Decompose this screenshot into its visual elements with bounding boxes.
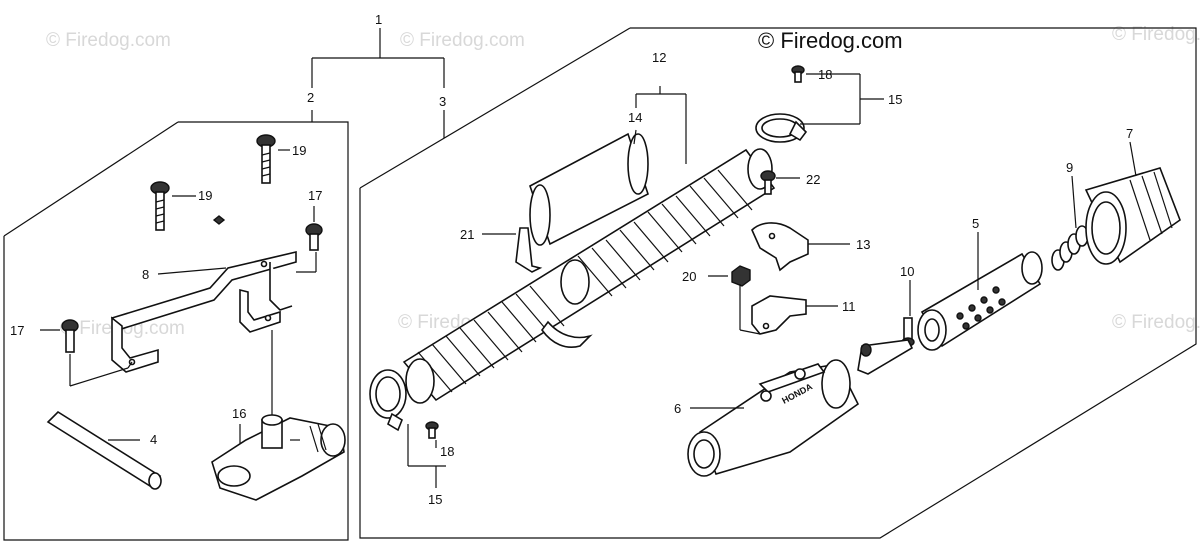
bolt-19-top bbox=[256, 134, 290, 184]
filter-sleeve-14 bbox=[529, 132, 649, 246]
callout-7: 7 bbox=[1126, 126, 1133, 141]
screw-18-top bbox=[791, 65, 805, 83]
spring-9 bbox=[1051, 175, 1089, 271]
cap-7 bbox=[1084, 141, 1181, 265]
callout-12: 12 bbox=[652, 50, 666, 65]
callout-20: 20 bbox=[682, 269, 696, 284]
assembly-boundary-right bbox=[359, 27, 1197, 539]
callout-19-second: 19 bbox=[198, 188, 212, 203]
small-nut bbox=[212, 215, 226, 225]
bolt-19-second bbox=[150, 181, 196, 231]
callout-13: 13 bbox=[856, 237, 870, 252]
callout-16: 16 bbox=[232, 406, 246, 421]
callout-1: 1 bbox=[375, 12, 382, 27]
callout-21: 21 bbox=[460, 227, 474, 242]
filter-element-5 bbox=[917, 232, 1043, 351]
clamp-15-bottom bbox=[369, 369, 446, 488]
callout-15-bottom: 15 bbox=[428, 492, 442, 507]
callout-14: 14 bbox=[628, 110, 642, 125]
intake-joint-16 bbox=[211, 330, 346, 501]
assembly-boundary-left bbox=[3, 121, 349, 541]
callout-17-lower: 17 bbox=[10, 323, 24, 338]
bolt-10 bbox=[857, 280, 915, 375]
callout-10: 10 bbox=[900, 264, 914, 279]
tube-4 bbox=[46, 410, 162, 490]
watermark-mid-right: © Firedog.com bbox=[1112, 312, 1200, 333]
callout-18-top: 18 bbox=[818, 67, 832, 82]
callout-bracket-1 bbox=[311, 28, 445, 138]
stay-13 bbox=[751, 222, 850, 272]
clamp-15-top bbox=[755, 73, 884, 143]
callout-22: 22 bbox=[806, 172, 820, 187]
callout-4: 4 bbox=[150, 432, 157, 447]
watermark-top-right: © Firedog.com bbox=[1112, 24, 1200, 45]
callout-8: 8 bbox=[142, 267, 149, 282]
callout-19-top: 19 bbox=[292, 143, 306, 158]
callout-17-upper: 17 bbox=[308, 188, 322, 203]
bolt-22 bbox=[760, 170, 800, 195]
watermark-top-center: © Firedog.com bbox=[400, 30, 525, 51]
leader-lines bbox=[127, 86, 687, 441]
callout-numbers: 1 2 3 19 19 17 8 17 16 4 12 14 18 15 7 9… bbox=[10, 12, 1133, 507]
callout-9: 9 bbox=[1066, 160, 1073, 175]
callout-11: 11 bbox=[842, 299, 856, 314]
screw-18-bottom bbox=[425, 421, 439, 448]
callout-5: 5 bbox=[972, 216, 979, 231]
nut-20 bbox=[708, 265, 761, 335]
callout-3: 3 bbox=[439, 94, 446, 109]
watermark-top-left: © Firedog.com bbox=[46, 30, 171, 51]
bracket-8 bbox=[110, 250, 297, 373]
callout-15-top: 15 bbox=[888, 92, 902, 107]
watermark-main: © Firedog.com bbox=[758, 28, 903, 53]
callout-18-bottom: 18 bbox=[440, 444, 454, 459]
bracket-11 bbox=[751, 295, 838, 335]
air-cleaner-case-6: HONDA bbox=[687, 359, 860, 477]
callout-6: 6 bbox=[674, 401, 681, 416]
bolt-17-lower bbox=[40, 319, 129, 387]
callout-2: 2 bbox=[307, 90, 314, 105]
bolt-17-upper bbox=[296, 206, 323, 273]
strap-21 bbox=[482, 227, 593, 348]
